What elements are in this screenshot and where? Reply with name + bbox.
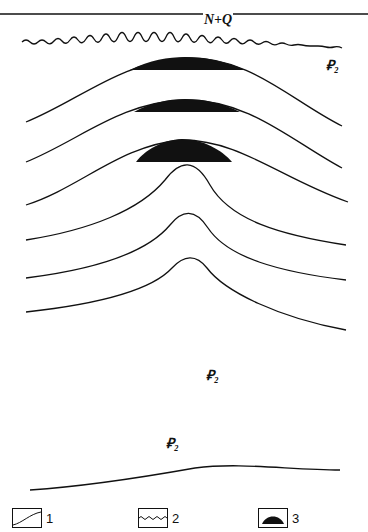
oil-lens (134, 99, 240, 112)
legend-number: 1 (46, 512, 53, 526)
legend-sample (138, 508, 168, 528)
bed-line (26, 58, 342, 126)
bed-line (26, 100, 342, 168)
bed-line (30, 466, 340, 490)
unconformity (22, 33, 342, 49)
formation-label: ₽₂ (205, 368, 220, 384)
stratum-label: N+Q (203, 12, 233, 28)
bed-line (26, 213, 346, 280)
legend-sample (12, 508, 42, 528)
formation-label: ₽₂ (325, 58, 340, 74)
bed-line (26, 258, 346, 330)
oil-lens (130, 57, 245, 70)
top-border (0, 13, 368, 14)
formation-label: ₽₂ (165, 436, 180, 452)
oil-lens (136, 139, 232, 162)
legend-number: 3 (292, 512, 299, 526)
bed-line (26, 140, 348, 205)
legend-sample (258, 508, 288, 528)
legend-number: 2 (172, 512, 179, 526)
bed-line (26, 165, 346, 245)
